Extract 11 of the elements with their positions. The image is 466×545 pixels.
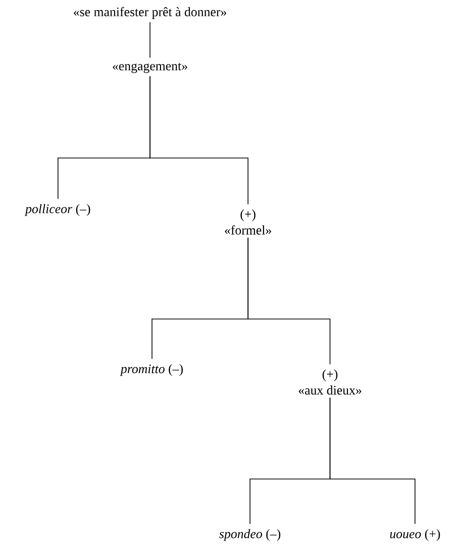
tree-line [150, 76, 248, 205]
tree-label: «engagement» [112, 62, 188, 74]
tree-line [248, 237, 330, 365]
tree-label: «se manifester prêt à donner» [74, 7, 226, 19]
tree-line [330, 397, 416, 524]
tree-label: (+) «formel» [224, 209, 272, 235]
tree-label: polliceor (–) [24, 204, 90, 216]
tree-label: (+) «aux dieux» [298, 369, 362, 395]
tree-label: uoueo (+) [390, 529, 440, 541]
tree-label: promitto (–) [120, 364, 183, 376]
tree-label: spondeo (–) [219, 529, 280, 541]
